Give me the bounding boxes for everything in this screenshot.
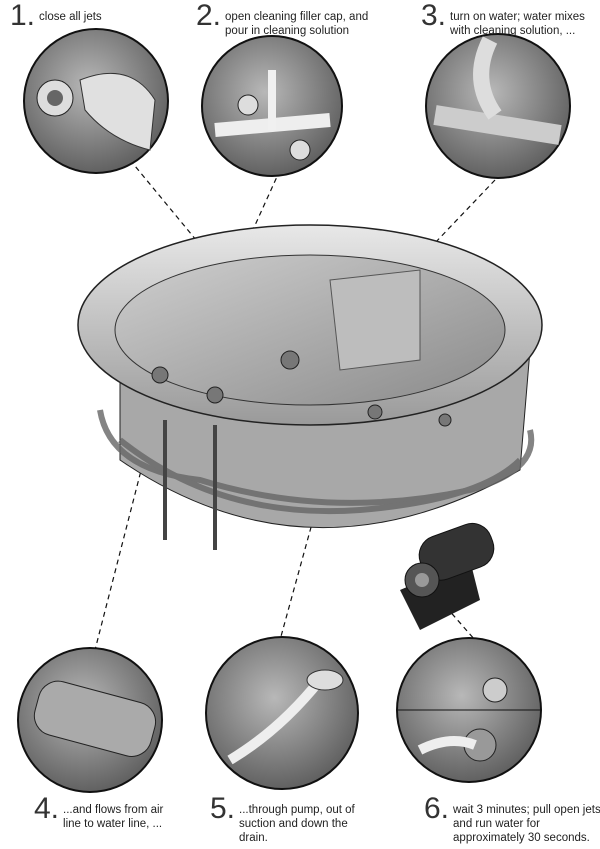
step-text: wait 3 minutes; pull open jets and run w… [453,804,600,844]
step-text: ...through pump, out of suction and down… [239,804,355,844]
detail-circle-4 [17,647,163,793]
step-6-caption: 6. wait 3 minutes; pull open jets and ru… [424,792,600,845]
detail-circle-6 [396,637,542,783]
detail-circle-2 [201,35,343,177]
step-text: close all jets [39,11,102,23]
step-number: 1. [10,0,36,32]
step-2-caption: 2. open cleaning filler cap, and pour in… [196,0,390,38]
detail-circle-3 [425,33,571,179]
step-text: open cleaning filler cap, and pour in cl… [225,11,369,37]
step-number: 3. [421,0,447,32]
bathtub [77,224,543,550]
step-4-caption: 4. ...and flows from air line to water l… [34,792,173,831]
detail-circle-5 [205,636,359,790]
step-text: ...and flows from air line to water line… [63,804,164,830]
pump [400,522,495,630]
step-1-caption: 1. close all jets [10,0,149,32]
step-number: 4. [34,792,60,825]
step-number: 5. [210,792,236,825]
step-5-caption: 5. ...through pump, out of suction and d… [210,792,379,845]
step-number: 6. [424,792,450,825]
step-number: 2. [196,0,222,32]
detail-circle-1 [23,28,169,174]
step-3-caption: 3. turn on water; water mixes with clean… [421,0,590,38]
step-text: turn on water; water mixes with cleaning… [450,11,585,37]
